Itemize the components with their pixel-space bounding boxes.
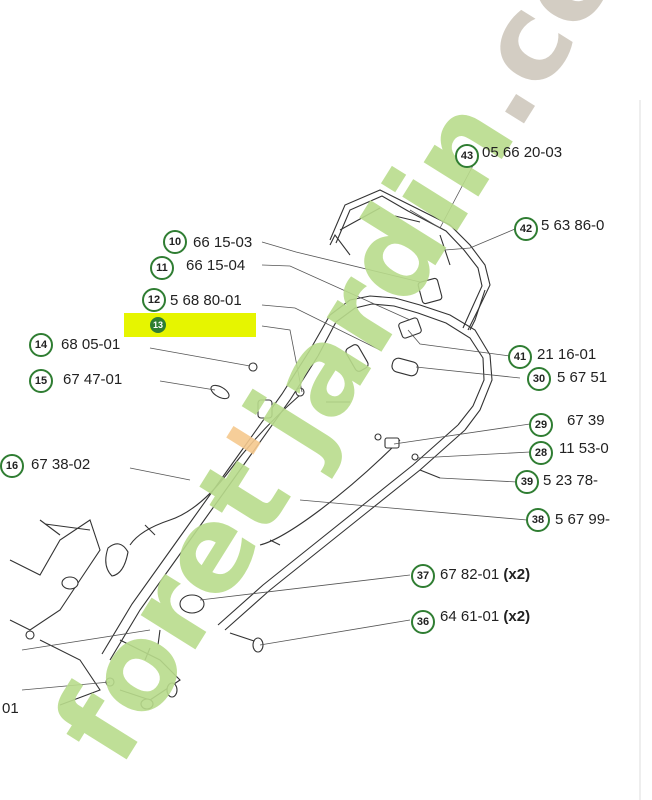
callout-12[interactable]: 12 5 68 80-01 (142, 288, 242, 312)
highlight-badge: 13 (150, 317, 166, 333)
callout-16[interactable]: 16 67 38-02 (0, 454, 90, 478)
callout-36[interactable]: 36 64 61-01 (x2) (411, 608, 530, 634)
callout-37-part: 67 82-01 (440, 566, 499, 583)
callout-15[interactable]: 15 67 47-01 (29, 369, 122, 393)
svg-text:16: 16 (6, 460, 18, 472)
callout-36-part: 64 61-01 (440, 608, 499, 625)
callout-42[interactable]: 42 5 63 86-0 (514, 217, 604, 241)
svg-text:64 61-01 (x2): 64 61-01 (x2) (440, 608, 530, 625)
svg-text:5 67 51: 5 67 51 (557, 369, 607, 386)
svg-text:5 67 99-: 5 67 99- (555, 511, 610, 528)
svg-text:14: 14 (35, 339, 48, 351)
svg-text:42: 42 (520, 223, 532, 235)
callout-37[interactable]: 37 67 82-01 (x2) (411, 564, 530, 588)
svg-text:28: 28 (535, 447, 547, 459)
svg-text:66 15-04: 66 15-04 (186, 257, 245, 274)
svg-text:67 82-01 (x2): 67 82-01 (x2) (440, 566, 530, 583)
svg-text:38: 38 (532, 514, 544, 526)
callout-43[interactable]: 43 05 66 20-03 (455, 144, 562, 168)
callout-14[interactable]: 14 68 05-01 (29, 333, 120, 357)
svg-text:11: 11 (156, 262, 168, 274)
svg-text:5 23 78-: 5 23 78- (543, 472, 598, 489)
svg-text:68 05-01: 68 05-01 (61, 336, 120, 353)
svg-text:37: 37 (417, 570, 429, 582)
svg-text:15: 15 (35, 375, 47, 387)
svg-text:11 53-0: 11 53-0 (559, 440, 609, 457)
callout-11[interactable]: 11 66 15-04 (150, 256, 245, 280)
svg-text:foret'jardin.com: foret'jardin.com (27, 0, 652, 785)
svg-text:12: 12 (148, 294, 160, 306)
callout-30[interactable]: 30 5 67 51 (527, 367, 607, 391)
callout-10[interactable]: 10 66 15-03 (163, 230, 252, 254)
svg-text:67 39: 67 39 (567, 412, 605, 429)
highlight-bar (124, 313, 256, 337)
svg-text:5 63 86-0: 5 63 86-0 (541, 217, 604, 234)
svg-text:30: 30 (533, 373, 545, 385)
callout-29[interactable]: 29 67 39 (529, 412, 605, 437)
watermark: foret'jardin.com (27, 0, 652, 785)
edge-label: 01 (2, 700, 19, 717)
svg-text:36: 36 (417, 616, 429, 628)
svg-text:29: 29 (535, 419, 547, 431)
svg-text:67 47-01: 67 47-01 (63, 371, 122, 388)
svg-text:41: 41 (514, 351, 526, 363)
callout-39[interactable]: 39 5 23 78- (515, 470, 598, 494)
callout-36-qty: (x2) (503, 608, 530, 625)
callout-37-qty: (x2) (503, 566, 530, 583)
svg-text:39: 39 (521, 476, 533, 488)
svg-text:05 66 20-03: 05 66 20-03 (482, 144, 562, 161)
svg-text:43: 43 (461, 150, 473, 162)
svg-text:5 68 80-01: 5 68 80-01 (170, 292, 242, 309)
leader-lines (21, 155, 531, 691)
watermark-text-orange: jardin (217, 75, 541, 480)
svg-text:66 15-03: 66 15-03 (193, 234, 252, 251)
handle-assembly-drawing (9, 189, 493, 710)
svg-text:10: 10 (169, 236, 181, 248)
svg-text:67 38-02: 67 38-02 (31, 456, 90, 473)
callout-41[interactable]: 41 21 16-01 (508, 345, 596, 369)
callouts: 43 05 66 20-03 42 5 63 86-0 10 66 15-03 … (0, 144, 610, 634)
svg-text:21 16-01: 21 16-01 (537, 346, 596, 363)
watermark-text-green: foret (27, 434, 317, 784)
callout-28[interactable]: 28 11 53-0 (529, 440, 609, 465)
highlight-badge-number: 13 (153, 320, 163, 330)
callout-38[interactable]: 38 5 67 99- (526, 508, 610, 532)
